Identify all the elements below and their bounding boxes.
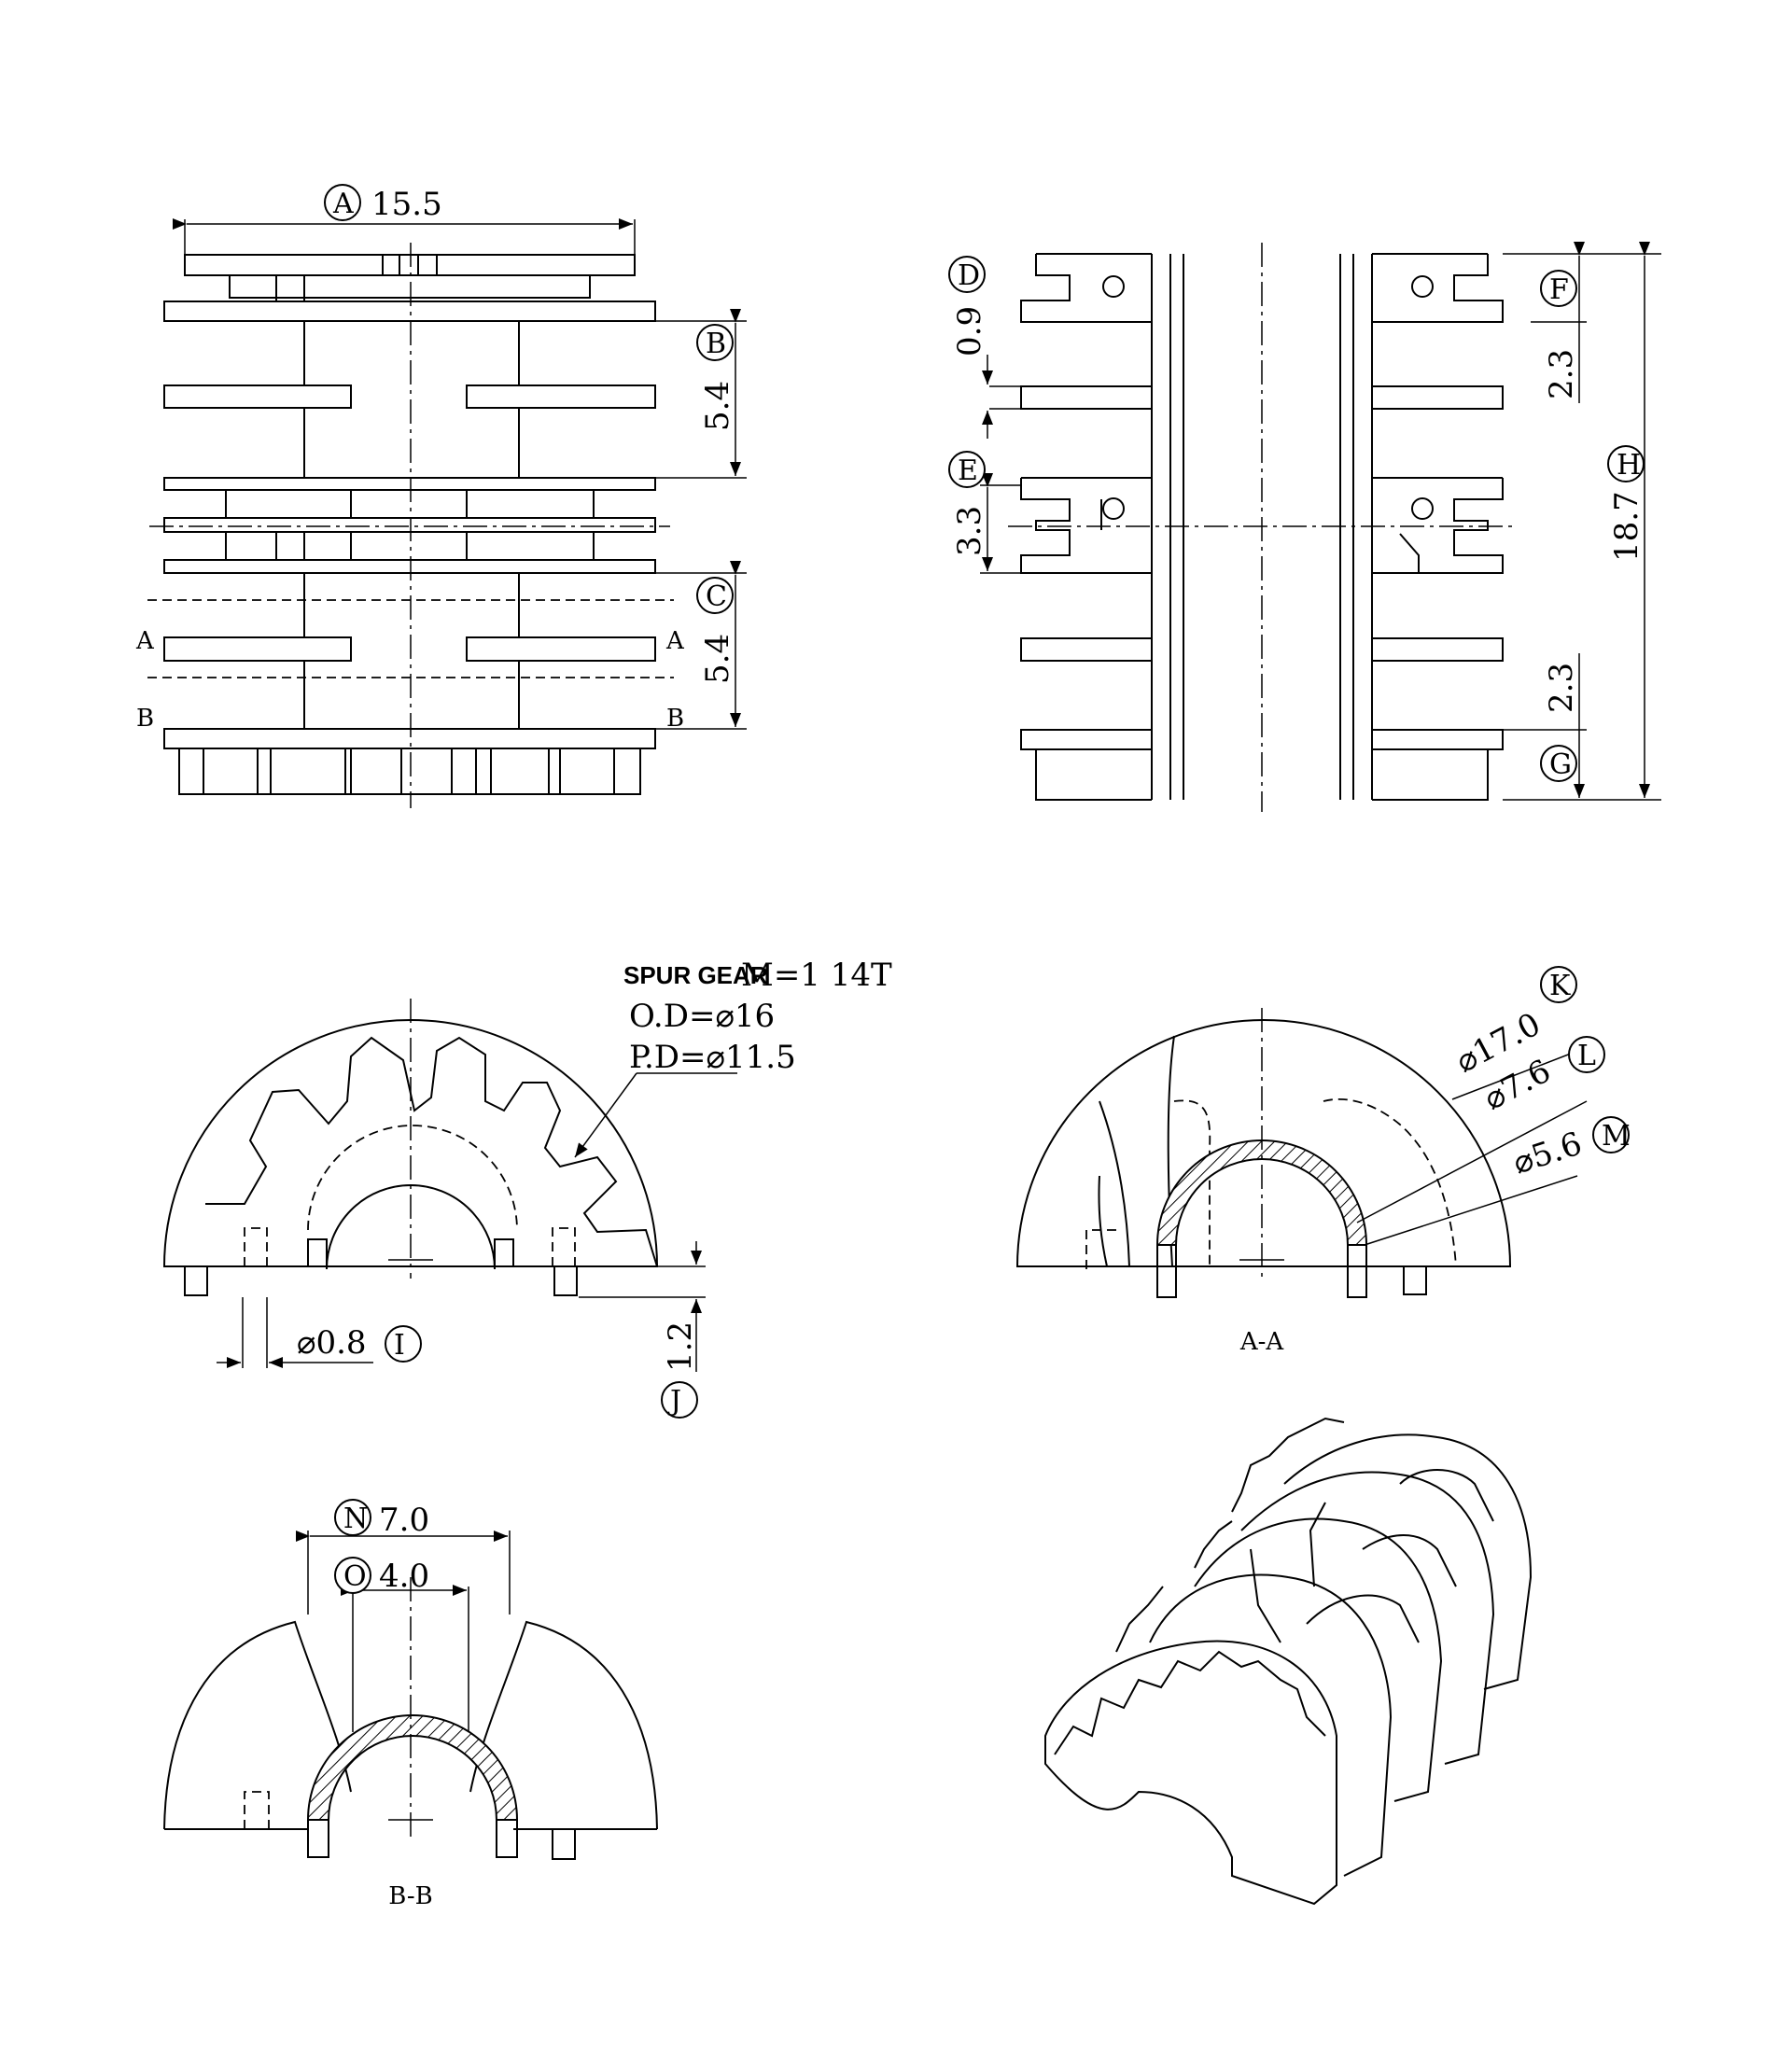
dim-n-value: 7.0 bbox=[379, 1502, 429, 1539]
tag-e: E bbox=[958, 454, 978, 487]
gear-spec: M=1 14T bbox=[741, 957, 892, 994]
tag-d: D bbox=[958, 259, 980, 292]
section-bb: N 7.0 O 4.0 B-B bbox=[163, 1499, 658, 1910]
balloon-e bbox=[948, 451, 986, 488]
balloon-c bbox=[696, 577, 734, 614]
balloon-a bbox=[324, 184, 361, 221]
tag-j: J bbox=[667, 1385, 681, 1418]
side-view: D 0.9 E 3.3 F 2.3 G 2.3 H 18.7 bbox=[948, 242, 1661, 812]
tag-i: I bbox=[394, 1329, 405, 1362]
dim-b-value: 5.4 bbox=[699, 381, 736, 431]
balloon-d bbox=[948, 256, 986, 293]
section-b-left: B bbox=[136, 705, 154, 733]
dim-c-value: 5.4 bbox=[699, 634, 736, 684]
section-a-right: A bbox=[665, 627, 685, 655]
balloon-k bbox=[1540, 966, 1577, 1003]
balloon-i bbox=[385, 1325, 422, 1363]
height-value: 1.2 bbox=[662, 1321, 699, 1372]
balloon-f bbox=[1540, 270, 1577, 307]
tag-b: B bbox=[706, 328, 726, 360]
dim-o-value: 4.0 bbox=[379, 1558, 429, 1595]
front-view: A A B B A 15.5 B 5.4 C 5.4 bbox=[135, 184, 747, 808]
section-aa-title: A-A bbox=[1239, 1328, 1285, 1356]
gear-od: O.D=⌀16 bbox=[629, 998, 775, 1035]
isometric-view bbox=[1044, 1417, 1533, 1906]
dim-f-value: 2.3 bbox=[1543, 349, 1580, 399]
dim-d-value: 0.9 bbox=[951, 306, 988, 356]
balloon-o bbox=[334, 1557, 371, 1594]
gear-spec-prefix: SPUR GEAR bbox=[623, 961, 768, 989]
section-b-right: B bbox=[666, 705, 684, 733]
dim-m-value: ⌀5.6 bbox=[1508, 1125, 1586, 1181]
balloon-n bbox=[334, 1499, 371, 1536]
tag-a: A bbox=[332, 188, 354, 220]
tag-k: K bbox=[1549, 970, 1571, 1002]
section-a-left: A bbox=[135, 627, 155, 655]
balloon-b bbox=[696, 324, 734, 361]
tag-o: O bbox=[343, 1560, 367, 1593]
balloon-l bbox=[1568, 1036, 1605, 1073]
balloon-m bbox=[1592, 1116, 1630, 1153]
tag-m: M bbox=[1602, 1120, 1631, 1153]
tag-h: H bbox=[1617, 449, 1641, 482]
tag-n: N bbox=[343, 1503, 368, 1535]
balloon-h bbox=[1607, 445, 1645, 482]
gear-pd: P.D=⌀11.5 bbox=[629, 1039, 796, 1076]
dim-h-value: 18.7 bbox=[1608, 491, 1645, 562]
tag-c: C bbox=[706, 580, 727, 613]
tag-l: L bbox=[1577, 1040, 1596, 1072]
balloon-j bbox=[661, 1381, 698, 1419]
dim-e-value: 3.3 bbox=[951, 506, 988, 556]
tag-g: G bbox=[1549, 748, 1572, 781]
gear-view: SPUR GEAR M=1 14T O.D=⌀16 P.D=⌀11.5 ⌀0.8… bbox=[162, 957, 892, 1419]
section-bb-title: B-B bbox=[388, 1882, 432, 1910]
section-aa: ⌀17.0 K ⌀7.6 L ⌀5.6 M A-A bbox=[1015, 966, 1631, 1356]
dim-g-value: 2.3 bbox=[1543, 663, 1580, 713]
dim-a-value: 15.5 bbox=[371, 186, 442, 223]
tag-f: F bbox=[1549, 273, 1569, 306]
balloon-g bbox=[1540, 745, 1577, 782]
pin-value: ⌀0.8 bbox=[297, 1324, 367, 1362]
